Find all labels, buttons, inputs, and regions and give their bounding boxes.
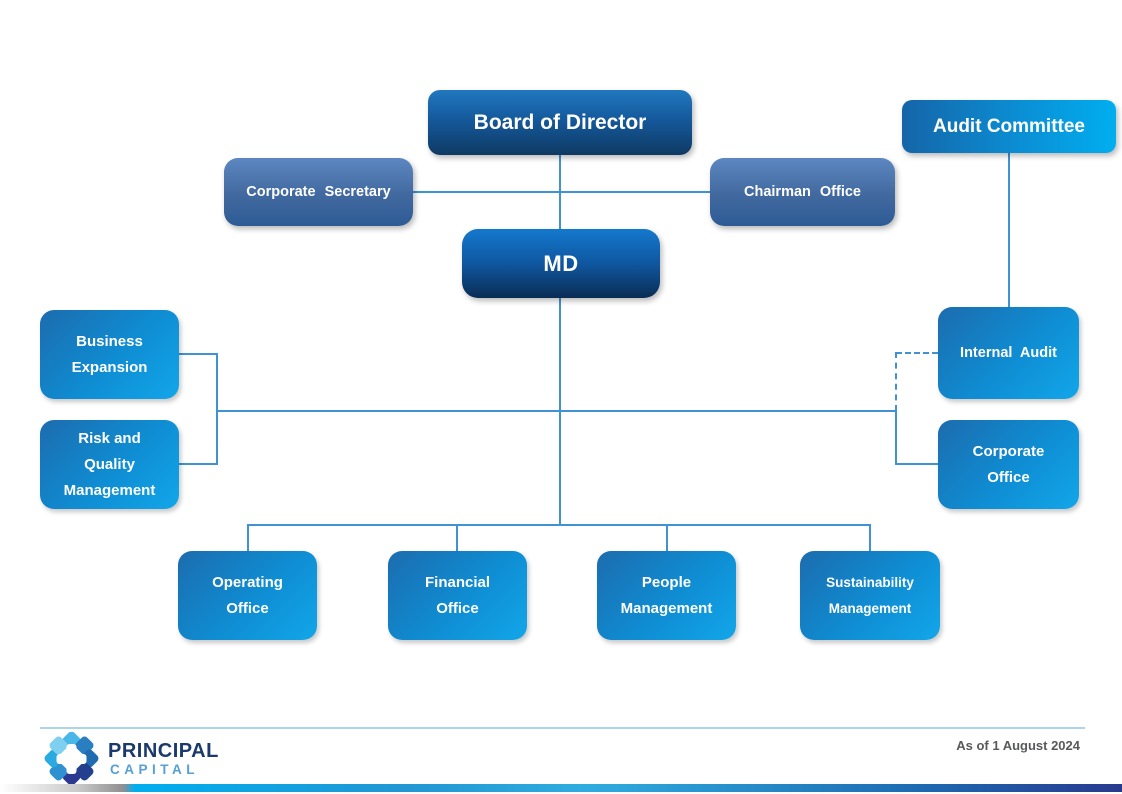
logo-text-principal: PRINCIPAL <box>108 740 219 762</box>
connector-operating-office-drop <box>247 524 249 551</box>
node-risk-quality-management: Risk and Quality Management <box>40 420 179 509</box>
node-label: Corporate Secretary <box>246 184 391 200</box>
node-internal-audit: Internal Audit <box>938 307 1079 399</box>
node-label: Internal Audit <box>960 345 1057 361</box>
node-corporate-office: Corporate Office <box>938 420 1079 509</box>
connector-bottom-horizontal <box>247 524 871 526</box>
node-financial-office: Financial Office <box>388 551 527 640</box>
connector-people-management-drop <box>666 524 668 551</box>
node-people-management: People Management <box>597 551 736 640</box>
connector-risk-quality-stub <box>179 463 217 465</box>
node-label: Risk and Quality Management <box>63 429 156 499</box>
node-sustainability-management: Sustainability Management <box>800 551 940 640</box>
connector-main-horizontal <box>216 410 896 412</box>
node-label: Audit Committee <box>933 115 1085 137</box>
bottom-gradient-bar <box>0 784 1122 792</box>
connector-internal-audit-dashed-vertical <box>895 352 897 411</box>
connector-business-expansion-stub <box>179 353 217 355</box>
node-board-of-director: Board of Director <box>428 90 692 155</box>
connector-internal-audit-dashed-horizontal <box>896 352 938 354</box>
connector-corporate-office-stub <box>895 463 938 465</box>
node-label: Financial Office <box>424 573 491 617</box>
connector-sustainability-drop <box>869 524 871 551</box>
connector-right-junction-vertical <box>895 411 897 464</box>
node-md: MD <box>462 229 660 298</box>
node-chairman-office: Chairman Office <box>710 158 895 226</box>
connector-audit-committee-internal-audit <box>1008 153 1010 307</box>
node-label: Operating Office <box>212 573 283 617</box>
node-label: Board of Director <box>473 110 647 134</box>
as-of-date: As of 1 August 2024 <box>956 738 1080 753</box>
node-label: Chairman Office <box>744 184 861 200</box>
node-label: MD <box>543 250 579 276</box>
node-label: Sustainability Management <box>826 574 914 616</box>
node-label: People Management <box>620 573 713 617</box>
node-business-expansion: Business Expansion <box>40 310 179 399</box>
footer-divider <box>40 727 1085 729</box>
node-label: Business Expansion <box>71 332 148 376</box>
connector-financial-office-drop <box>456 524 458 551</box>
connector-secretary-chairman <box>412 191 711 193</box>
principal-capital-logo-icon <box>44 731 100 786</box>
node-label: Corporate Office <box>972 442 1045 486</box>
node-corporate-secretary: Corporate Secretary <box>224 158 413 226</box>
logo-text-capital: CAPITAL <box>110 762 199 777</box>
connector-board-md <box>559 155 561 231</box>
node-operating-office: Operating Office <box>178 551 317 640</box>
connector-left-junction-vertical <box>216 353 218 465</box>
logo-flower-icon <box>44 731 99 786</box>
node-audit-committee: Audit Committee <box>902 100 1116 153</box>
